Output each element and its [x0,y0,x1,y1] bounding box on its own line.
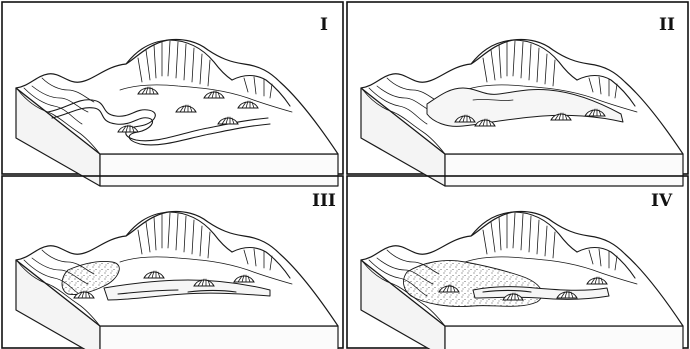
block-diagram-4 [361,211,683,349]
panel-1: I [2,2,343,186]
panel-label-3: III [312,191,336,211]
panel-label-4: IV [651,191,673,211]
block-diagram-1 [16,39,338,186]
block-diagram-3 [16,211,338,349]
panel-2: II [347,2,688,186]
panel-label-1: I [320,15,328,35]
panel-3: III [2,176,343,349]
panel-label-2: II [659,15,675,35]
panel-4: IV [347,176,688,349]
block-diagram-2 [361,39,683,186]
